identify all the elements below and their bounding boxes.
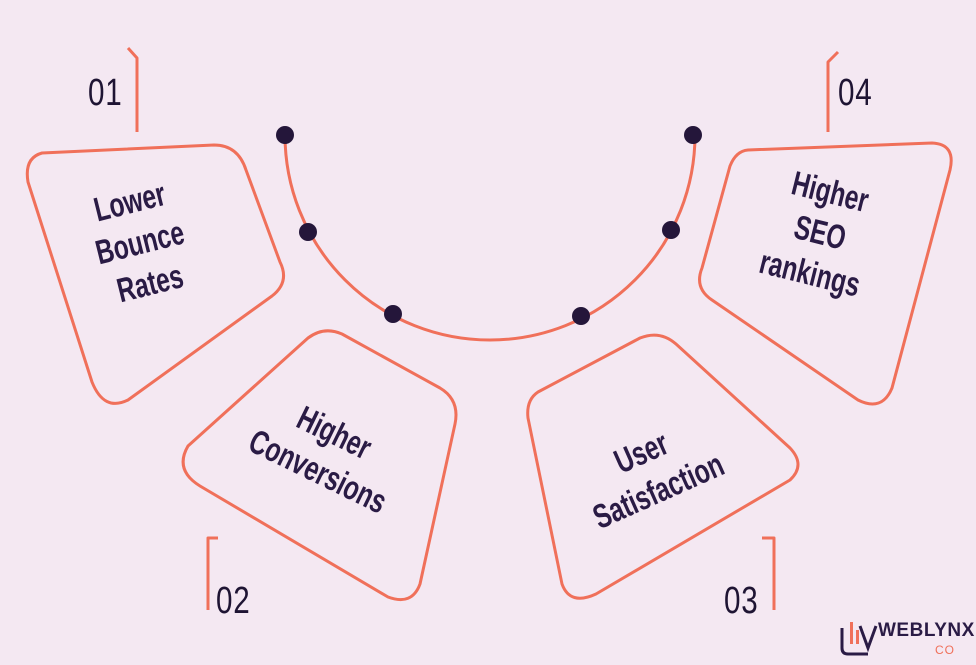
bracket-04 [826, 50, 840, 132]
arc-dot [384, 305, 402, 323]
step-number-03: 03 [724, 580, 759, 622]
card-1-outline [25, 143, 286, 405]
card-3-outline [526, 333, 800, 600]
arc-dot [276, 126, 294, 144]
step-number-01: 01 [88, 72, 123, 114]
arc-dot [662, 221, 680, 239]
connecting-arc [283, 134, 697, 342]
card-4-outline [698, 141, 953, 406]
bracket-02 [206, 536, 218, 610]
logo-wordmark: WEBLYNX [878, 620, 975, 641]
card-2-outline [181, 329, 458, 602]
bracket-01 [126, 46, 139, 132]
step-number-04: 04 [838, 72, 873, 114]
arc-dot [684, 126, 702, 144]
arc-dot [572, 307, 590, 325]
logo-mark-icon [840, 622, 878, 656]
arc-dot [299, 223, 317, 241]
bracket-03 [762, 536, 776, 610]
step-number-02: 02 [216, 580, 251, 622]
logo-suffix: CO [935, 643, 955, 657]
weblynx-logo: WEBLYNX CO [838, 618, 974, 665]
